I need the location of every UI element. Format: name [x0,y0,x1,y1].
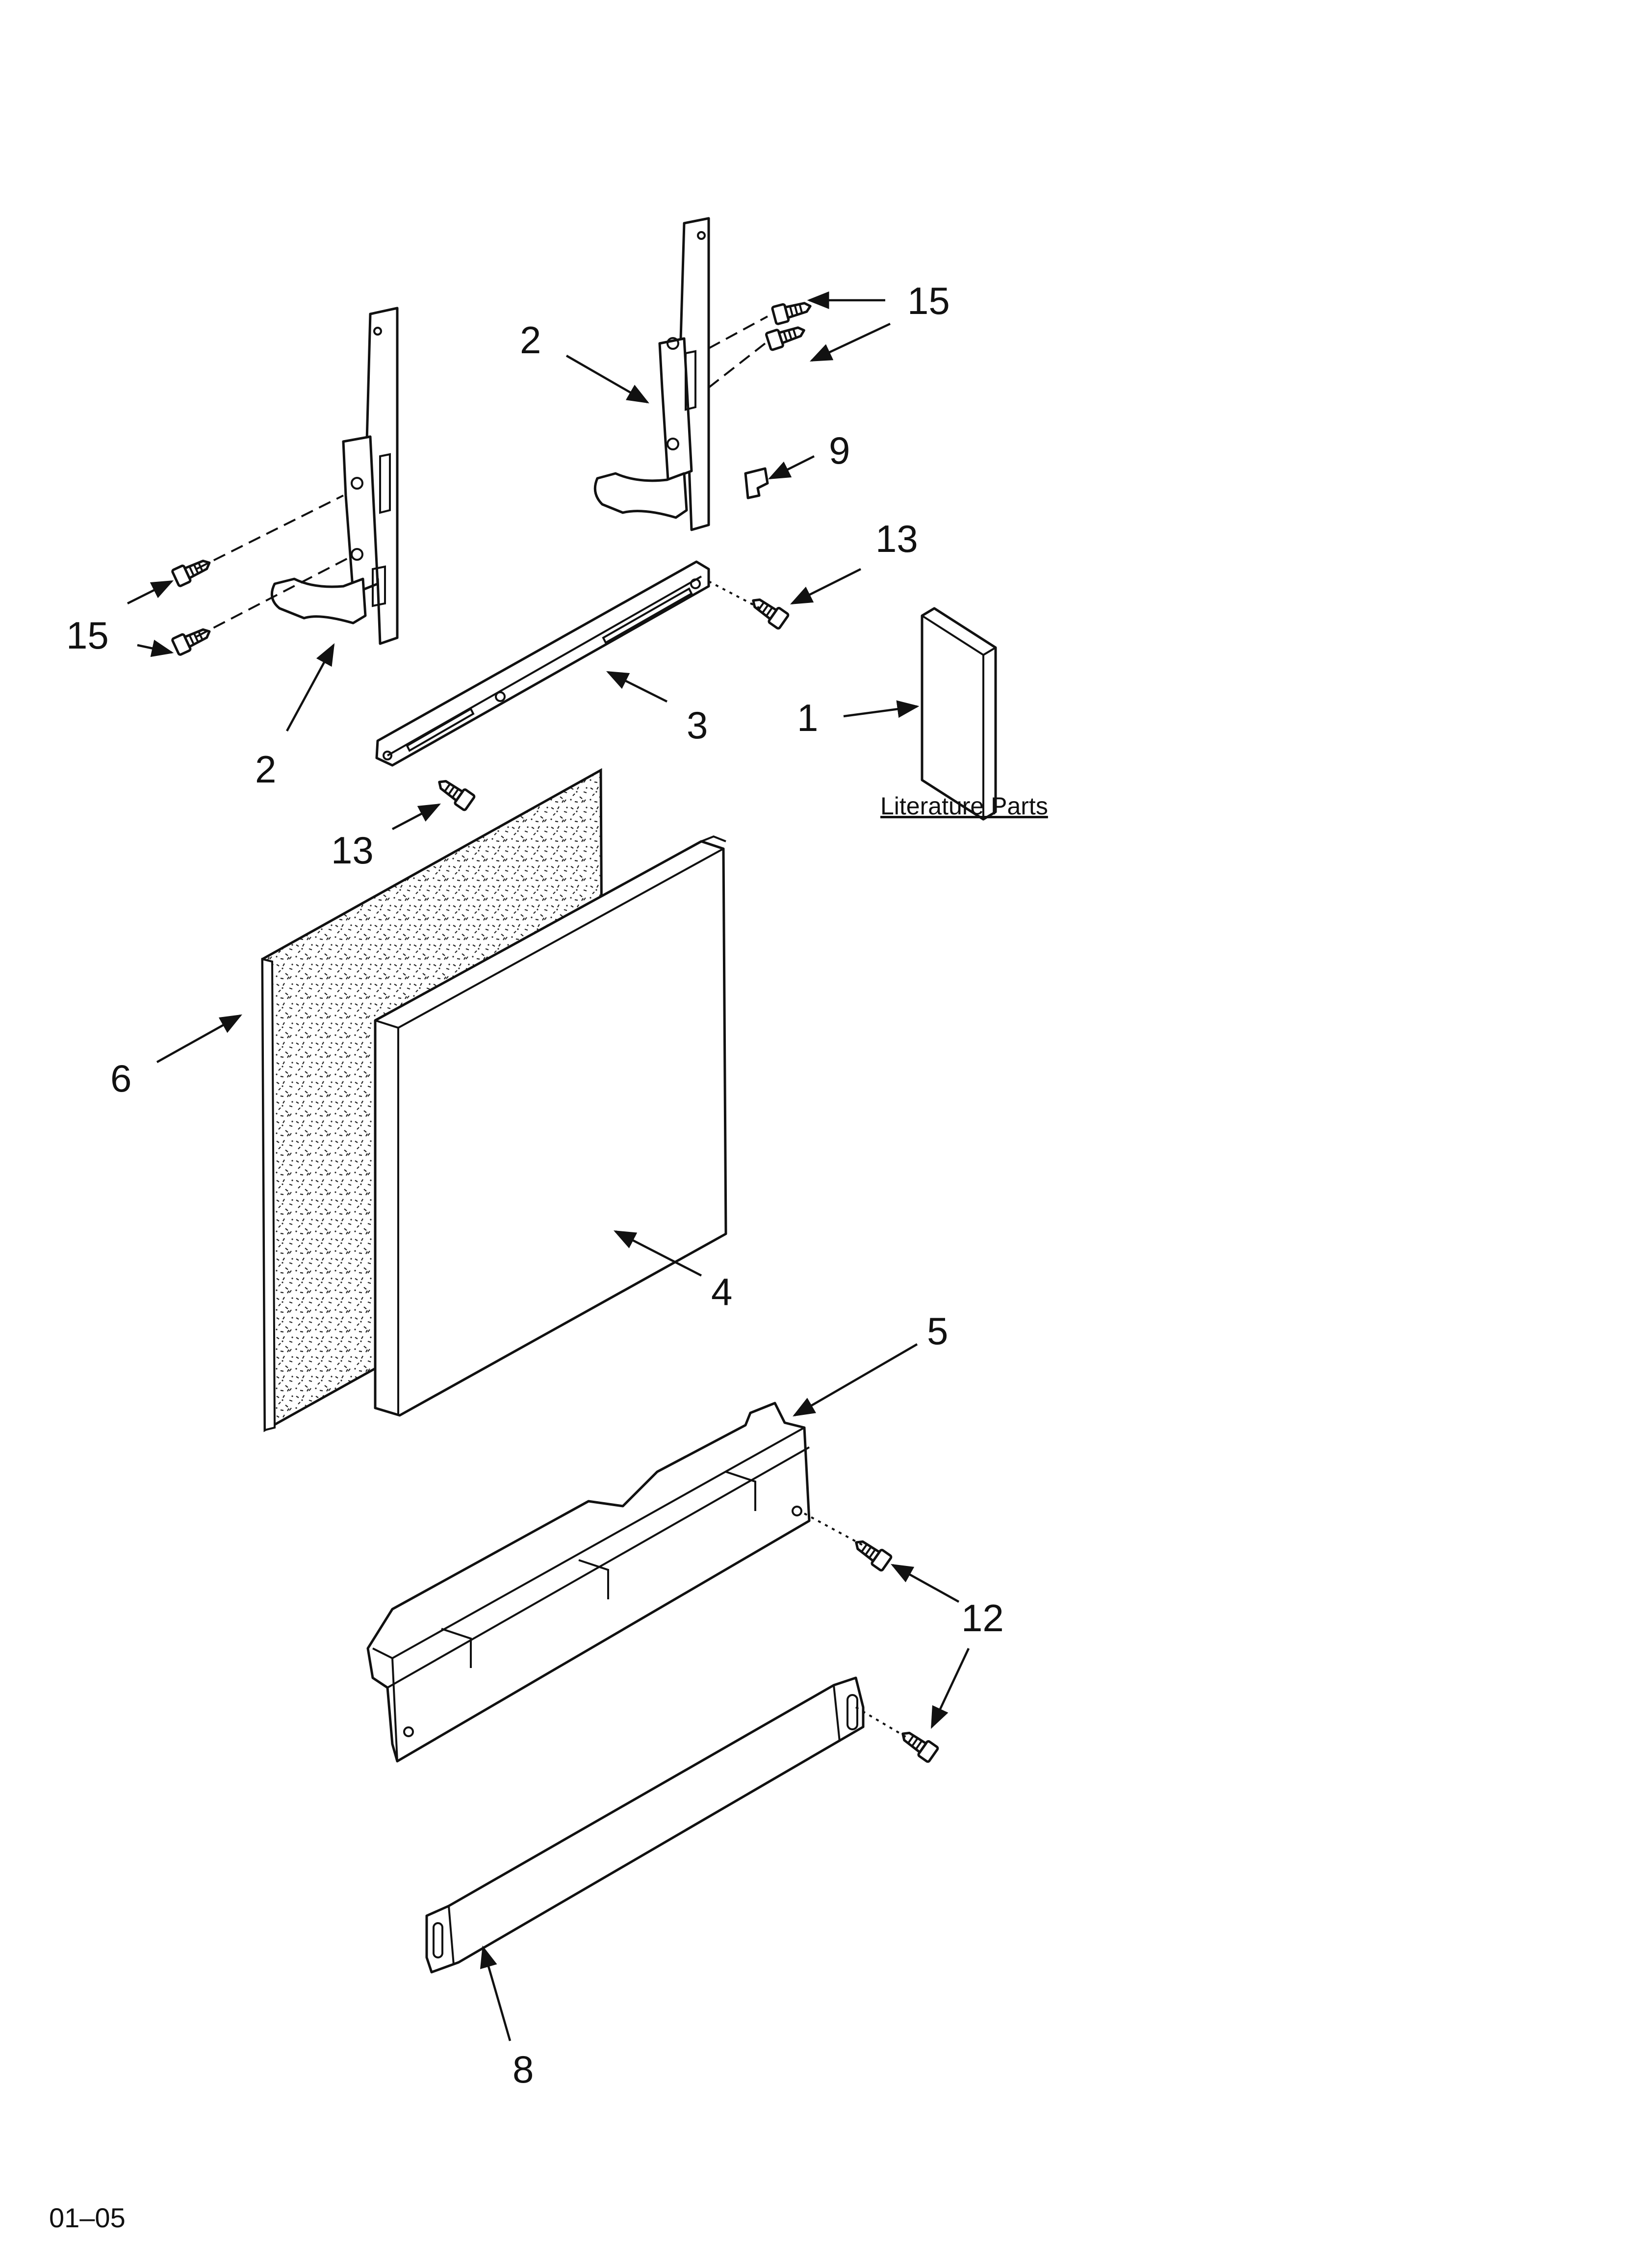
callout-15-left: 15 [66,614,109,657]
screw-13-right [748,593,789,629]
callout-1: 1 [797,696,818,739]
screw-13-left [434,775,475,810]
callout-13-right: 13 [875,517,918,560]
screw-15-top-b [766,322,807,350]
screw-12-upper [851,1535,892,1571]
callout-9: 9 [829,429,850,472]
callout-13-left: 13 [331,829,374,872]
kick-plate [425,1676,865,1974]
callout-2-top: 2 [520,318,541,362]
callout-5: 5 [927,1309,948,1353]
literature-parts-label: Literature Parts [880,792,1048,820]
screw-15-left-b [172,624,213,655]
callout-8: 8 [513,2048,534,2091]
toe-panel-bracket [366,1402,811,1763]
mounting-rail [375,560,710,767]
literature-booklet [921,607,997,821]
screw-12-lower [898,1726,938,1762]
callout-12: 12 [961,1596,1004,1640]
callout-2-bottom: 2 [255,748,276,791]
screw-15-left-a [172,555,213,587]
hinge-bracket-right [593,217,710,531]
footer-code: 01–05 [49,2202,126,2233]
callout-15-top: 15 [907,279,950,322]
callout-6: 6 [110,1057,131,1100]
screw-15-top-a [772,298,813,324]
callout-4: 4 [711,1270,732,1313]
clip-part [744,467,769,499]
callout-3: 3 [687,704,708,747]
door-panel [374,835,727,1417]
hinge-bracket-left [270,307,399,645]
